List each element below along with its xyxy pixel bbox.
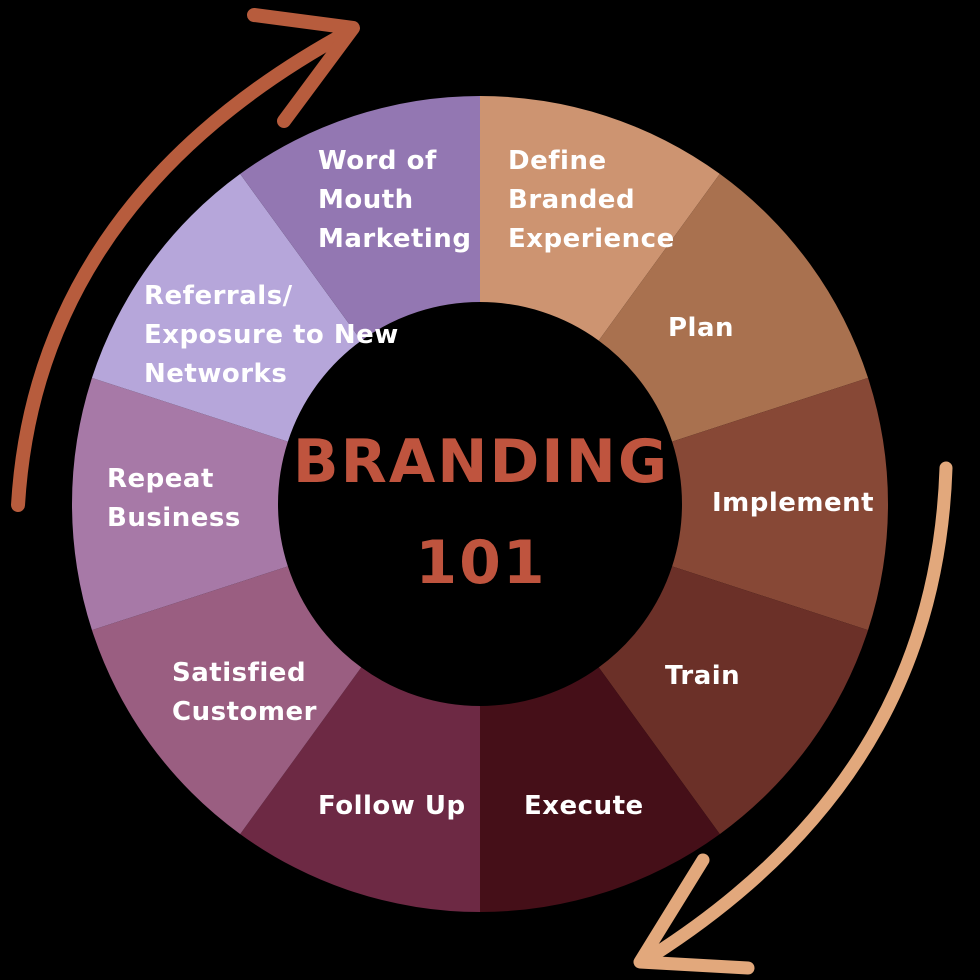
segment-define-branded-experience	[480, 96, 720, 341]
segment-plan	[598, 173, 869, 442]
segment-follow-up	[240, 667, 480, 913]
segment-implement	[672, 377, 888, 631]
segment-repeat-business	[72, 377, 288, 631]
diagram-title-line1: BRANDING	[292, 427, 670, 497]
clockwise-arrow-top-left-icon	[11, 8, 360, 512]
segment-train	[598, 566, 869, 835]
segment-referrals-exposure-to-new-networks	[91, 173, 362, 442]
segment-satisfied-customer	[91, 566, 362, 835]
diagram-title: BRANDING 101	[0, 412, 962, 614]
diagram-title-line2: 101	[415, 528, 547, 598]
donut-wheel	[72, 96, 888, 913]
clockwise-arrow-bottom-right-icon	[633, 461, 953, 975]
segment-execute	[480, 667, 720, 912]
segment-word-of-mouth-marketing	[240, 96, 480, 341]
